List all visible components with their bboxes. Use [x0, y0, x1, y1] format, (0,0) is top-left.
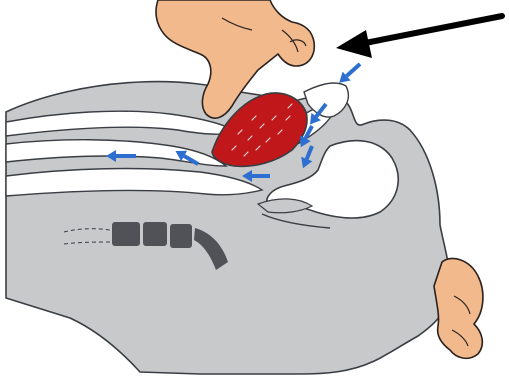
vertebra: [143, 222, 167, 246]
vertebra: [112, 222, 140, 246]
vertebra: [170, 224, 192, 248]
